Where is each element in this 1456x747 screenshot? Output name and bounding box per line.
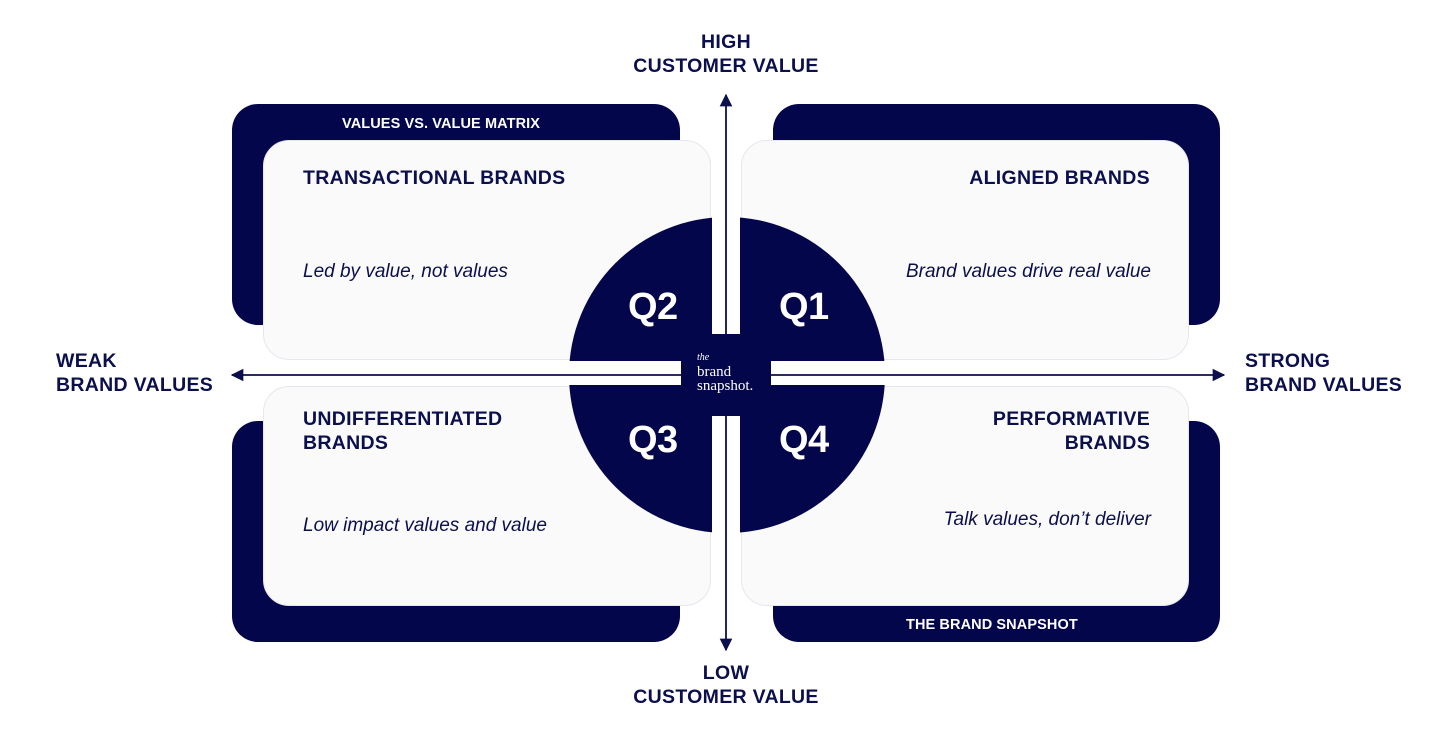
q1-subtitle: Brand values drive real value [905,261,1151,282]
q4-title: PERFORMATIVE BRANDS [992,408,1150,454]
axis-label-bottom: LOW CUSTOMER VALUE [633,662,819,708]
q4-subtitle: Talk values, don’t deliver [943,509,1151,530]
q2-title: TRANSACTIONAL BRANDS [303,167,566,189]
logo-brand: brand [697,364,732,380]
axis-label-top: HIGH CUSTOMER VALUE [633,31,819,77]
q3-subtitle: Low impact values and value [303,515,547,536]
q3-badge: Q3 [628,419,678,461]
logo-snapshot: snapshot. [697,378,754,394]
brand-snapshot-logo: the brand snapshot. [681,334,771,416]
q1-title: ALIGNED BRANDS [969,167,1150,189]
q3-title: UNDIFFERENTIATED BRANDS [303,408,503,454]
brand-snapshot-strip: THE BRAND SNAPSHOT [906,617,1078,633]
q2-badge: Q2 [628,286,678,328]
logo-the: the [697,352,710,363]
axis-label-left: WEAK BRAND VALUES [56,350,214,396]
q4-badge: Q4 [779,419,829,461]
q2-subtitle: Led by value, not values [303,261,508,282]
axis-label-right: STRONG BRAND VALUES [1245,350,1403,396]
matrix-title-strip: VALUES VS. VALUE MATRIX [342,116,541,132]
q1-badge: Q1 [779,286,829,328]
